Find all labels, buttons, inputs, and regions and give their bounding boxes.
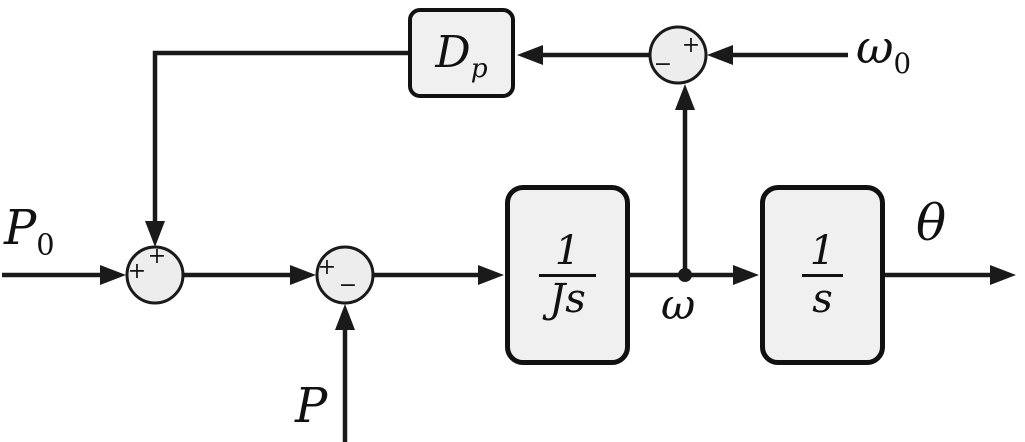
sum-p0-left-sign: +	[128, 259, 146, 284]
summing-junction-omega	[648, 25, 708, 85]
label-omega0-main: ω	[856, 20, 894, 74]
label-p0-main: P	[4, 200, 37, 256]
damping-gain-symbol: D	[435, 27, 471, 78]
inertia-input-arrowhead-icon	[478, 265, 504, 285]
damping-feedback-line	[152, 50, 408, 225]
inertia-denominator: Js	[539, 273, 596, 322]
damping-gain-label: Dp	[435, 31, 487, 82]
integrator-input-arrowhead-icon	[733, 265, 759, 285]
label-omega: ω	[661, 284, 695, 326]
integrator-block: 1 s	[760, 185, 885, 365]
sum-p-bottom-sign: −	[339, 273, 357, 298]
omega-branch-node	[678, 268, 692, 282]
p0-arrowhead-icon	[100, 265, 126, 285]
label-omega0-subscript: 0	[893, 47, 912, 81]
inertia-transfer-function: 1 Js	[539, 227, 596, 322]
label-theta: θ	[916, 198, 946, 248]
label-p: P	[295, 382, 327, 430]
damping-block: Dp	[408, 8, 515, 98]
summing-junction-p	[315, 245, 375, 305]
sum2-input-arrowhead-icon	[290, 265, 316, 285]
sum-omega-right-sign: +	[682, 33, 700, 58]
damping-input-arrowhead-icon	[517, 45, 543, 65]
inertia-numerator: 1	[554, 227, 581, 274]
damping-gain-subscript: p	[470, 52, 488, 84]
p-arrowhead-icon	[335, 304, 355, 330]
theta-arrowhead-icon	[990, 265, 1016, 285]
sum-p0-top-sign: +	[148, 244, 166, 269]
integrator-denominator: s	[802, 273, 843, 322]
label-p0: P0	[4, 204, 55, 259]
omega-feedback-arrowhead-icon	[675, 84, 695, 110]
label-p0-subscript: 0	[36, 227, 55, 262]
omega0-arrowhead-icon	[707, 45, 733, 65]
label-theta-main: θ	[916, 194, 947, 252]
label-p-main: P	[295, 378, 328, 434]
inertia-block: 1 Js	[505, 185, 630, 365]
integrator-numerator: 1	[809, 227, 836, 274]
label-omega0: ω0	[856, 24, 911, 77]
label-omega-main: ω	[661, 280, 696, 329]
integrator-transfer-function: 1 s	[802, 227, 843, 322]
sum-omega-bottom-sign: −	[654, 52, 672, 77]
summing-junction-p0	[125, 245, 185, 305]
feedback-arrowhead-icon	[145, 221, 165, 247]
sum-p-left-sign: +	[318, 255, 336, 280]
